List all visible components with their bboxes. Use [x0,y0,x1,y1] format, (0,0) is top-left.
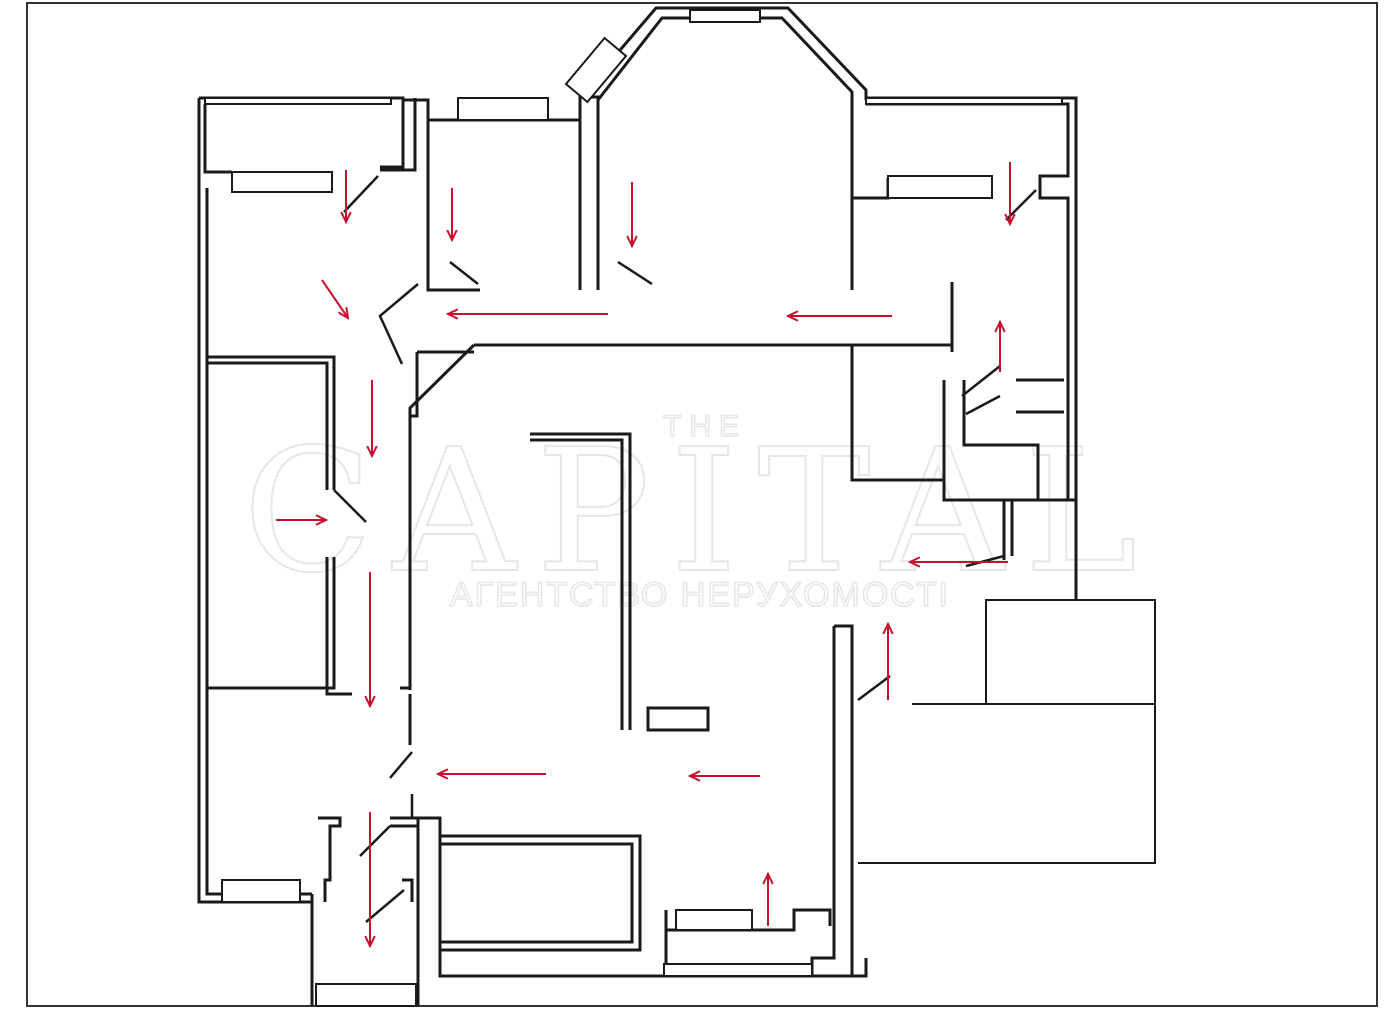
flow-arrow [1004,162,1016,227]
flow-arrows [276,162,1016,949]
flow-arrow [762,871,774,926]
flow-arrow [907,556,1008,568]
flow-arrow [445,308,608,320]
window-bottom-left [221,879,301,903]
window-bottom-stair [315,983,417,1007]
windows [204,9,1063,1007]
flow-arrow [366,380,378,459]
flow-arrow [364,572,376,709]
flow-arrow [785,310,892,322]
window-bay-left [564,36,628,104]
flow-arrow [882,621,894,700]
flow-arrow [687,770,760,782]
window-bottom-right [663,963,813,977]
watermark-subtitle: АГЕНТСТВО НЕРУХОМОСТІ [450,576,950,614]
flow-arrow [340,170,352,225]
flow-arrow [276,514,329,526]
window-top-right-edge [865,97,1063,105]
doors [333,175,1037,932]
flow-arrow [446,188,458,243]
window-top-left [231,171,333,193]
watermark-top: THE [663,410,747,443]
interior-walls [207,282,1076,952]
flow-arrow [435,768,546,780]
window-top-right [887,175,993,199]
flow-arrow [321,279,350,320]
flow-arrow [994,319,1006,372]
window-top-mid [457,97,549,121]
window-bay-top [689,9,761,23]
window-bottom-mid [675,909,753,931]
flow-arrow [626,182,638,249]
watermark: THE CAPITAL АГЕНТСТВО НЕРУХОМОСТІ [242,409,1138,615]
window-top-left-edge [204,97,392,105]
flow-arrow [364,812,376,949]
drawing-frame [26,2,1378,1007]
